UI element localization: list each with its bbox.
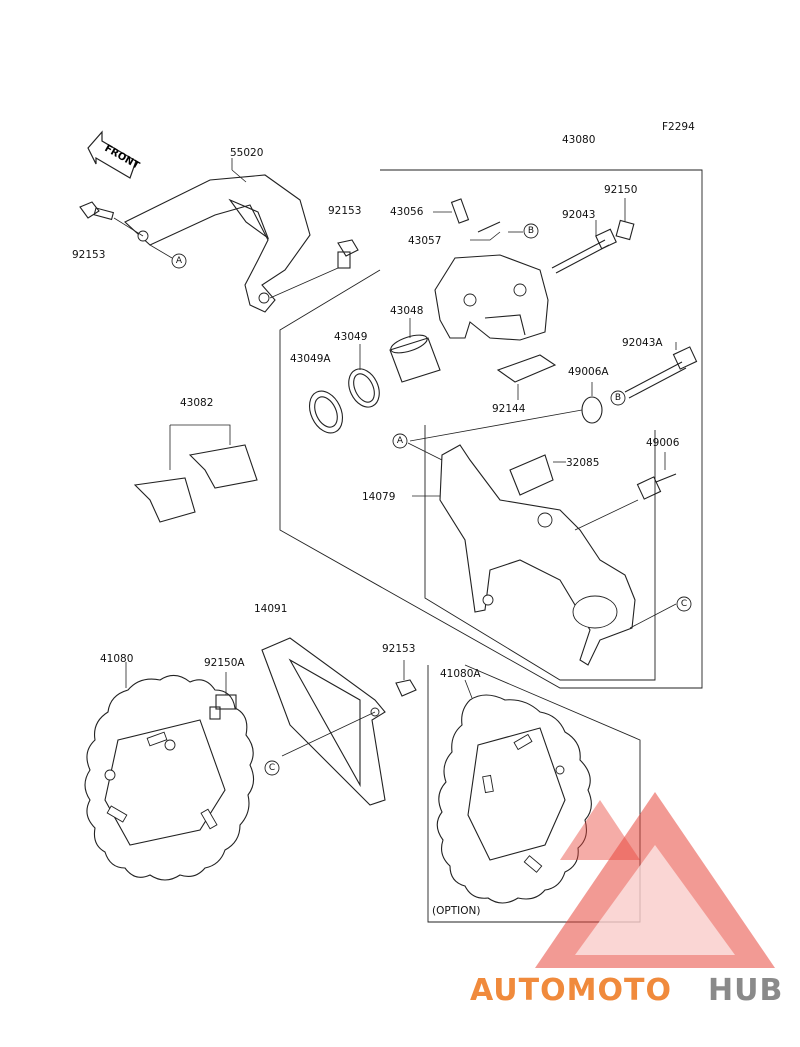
seal-43049 [348, 344, 380, 408]
watermark-text-primary: AUTOMOTO [470, 973, 672, 1008]
bolt-92153-bottom [395, 660, 417, 697]
svg-text:B: B [528, 226, 534, 236]
svg-text:A: A [397, 436, 404, 446]
bracket-14079 [412, 444, 636, 666]
bleeder-43056 [433, 198, 470, 224]
assembly-frames [279, 169, 703, 923]
diagram-code: F2294 [662, 121, 695, 133]
label-43080: 43080 [562, 134, 595, 146]
svg-text:C: C [269, 763, 275, 773]
label-92043a: 92043A [622, 337, 663, 349]
guard-14091 [261, 637, 386, 806]
pin-92043 [551, 220, 617, 274]
label-92153-top: 92153 [328, 205, 361, 217]
bolt-92150a [209, 672, 237, 720]
watermark-logo: AUTOMOTO HUB [470, 792, 783, 1008]
boot-49006 [574, 452, 677, 531]
label-92153-bottom: 92153 [382, 643, 415, 655]
boot-49006a [409, 382, 603, 442]
disc-41080a [436, 679, 592, 904]
bolt-92153-top [269, 239, 359, 299]
label-55020: 55020 [230, 147, 263, 159]
callout-a-mid: A [392, 433, 443, 461]
label-92150a: 92150A [204, 657, 245, 669]
svg-text:C: C [681, 599, 687, 609]
plate-32085 [509, 454, 566, 496]
label-43057: 43057 [408, 235, 441, 247]
seal-43049a [308, 390, 344, 434]
label-92150: 92150 [604, 184, 637, 196]
label-92153-left: 92153 [72, 249, 105, 261]
label-41080a: 41080A [440, 668, 481, 680]
brake-pads-43082 [133, 424, 258, 523]
svg-text:A: A [176, 256, 183, 266]
option-label: (OPTION) [432, 905, 480, 917]
guard-55020 [124, 158, 311, 313]
piston-43048 [389, 318, 441, 383]
callout-b-mid: B [610, 390, 626, 406]
bolt-92153-left [79, 201, 144, 237]
label-92043: 92043 [562, 209, 595, 221]
label-43082: 43082 [180, 397, 213, 409]
label-43056: 43056 [390, 206, 424, 218]
label-14091: 14091 [254, 603, 287, 615]
label-32085: 32085 [566, 457, 599, 469]
spring-92144 [496, 354, 557, 400]
label-43049a: 43049A [290, 353, 331, 365]
callout-a-top: A [149, 244, 187, 269]
label-43048: 43048 [390, 305, 423, 317]
label-41080: 41080 [100, 653, 133, 665]
disc-41080 [84, 662, 255, 881]
caliper-43080 [434, 254, 549, 341]
callout-c-bottom: C [264, 760, 280, 776]
label-43049: 43049 [334, 331, 367, 343]
label-92144: 92144 [492, 403, 526, 415]
watermark-text-secondary: HUB [708, 973, 783, 1008]
pin-43057 [470, 221, 501, 241]
cap-92150 [615, 198, 635, 241]
label-49006: 49006 [646, 437, 680, 449]
callout-b-top: B [508, 223, 539, 239]
front-arrow-icon: FRONT [87, 130, 141, 179]
label-49006a: 49006A [568, 366, 609, 378]
part-labels: 55020 92153 92153 43080 43056 43057 9215… [72, 134, 680, 917]
pin-92043a [624, 342, 698, 399]
svg-text:B: B [615, 393, 621, 403]
label-14079: 14079 [362, 491, 395, 503]
callout-c-right: C [629, 596, 692, 629]
